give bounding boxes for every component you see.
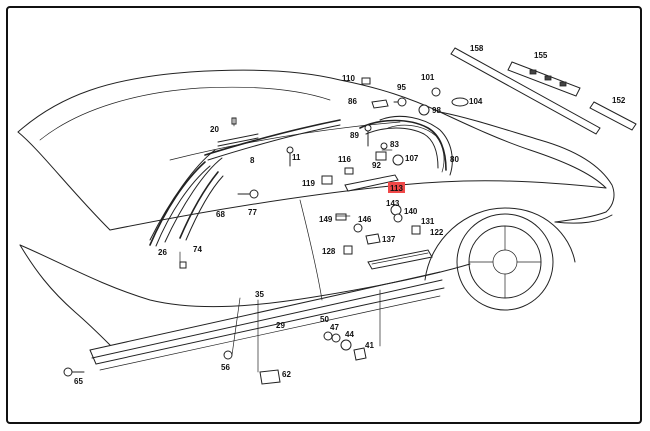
callout-116[interactable]: 116 (338, 155, 351, 164)
callout-110[interactable]: 110 (342, 74, 355, 83)
callout-104[interactable]: 104 (469, 97, 483, 106)
car-body-outline (17, 69, 615, 346)
callout-86[interactable]: 86 (348, 97, 357, 106)
side-moulding-122 (367, 249, 433, 270)
highlight-marker (388, 182, 405, 193)
callout-77[interactable]: 77 (248, 208, 257, 217)
callout-107[interactable]: 107 (405, 154, 419, 163)
callout-62[interactable]: 62 (282, 370, 291, 379)
callout-80[interactable]: 80 (450, 155, 459, 164)
leader-lines (179, 117, 399, 373)
roof-rail-trim (204, 119, 341, 161)
trunk-strips (450, 47, 637, 135)
callout-47[interactable]: 47 (330, 323, 339, 332)
door-trim-113 (344, 174, 399, 192)
callout-65[interactable]: 65 (74, 377, 83, 386)
callout-101[interactable]: 101 (421, 73, 435, 82)
callout-89[interactable]: 89 (350, 131, 359, 140)
callout-146[interactable]: 146 (358, 215, 372, 224)
callout-131[interactable]: 131 (421, 217, 435, 226)
callout-56[interactable]: 56 (221, 363, 230, 372)
callout-152[interactable]: 152 (612, 96, 626, 105)
callout-20[interactable]: 20 (210, 125, 219, 134)
rear-window-trim (359, 119, 447, 171)
callout-119[interactable]: 119 (302, 179, 315, 188)
callout-95[interactable]: 95 (397, 83, 406, 92)
callout-11[interactable]: 11 (292, 153, 301, 162)
callout-128[interactable]: 128 (322, 247, 336, 256)
callout-41[interactable]: 41 (365, 341, 374, 350)
rocker-trim (89, 271, 445, 371)
callout-83[interactable]: 83 (390, 140, 399, 149)
callout-92[interactable]: 92 (372, 161, 381, 170)
callout-113-highlighted[interactable]: 113 (390, 184, 403, 193)
callout-149[interactable]: 149 (319, 215, 333, 224)
callout-98[interactable]: 98 (432, 106, 441, 115)
callout-29[interactable]: 29 (276, 321, 285, 330)
callout-140[interactable]: 140 (404, 207, 418, 216)
callout-8[interactable]: 8 (250, 156, 255, 165)
callout-50[interactable]: 50 (320, 315, 329, 324)
callout-143[interactable]: 143 (386, 199, 400, 208)
callout-68[interactable]: 68 (216, 210, 225, 219)
callout-44[interactable]: 44 (345, 330, 354, 339)
callout-137[interactable]: 137 (382, 235, 396, 244)
callout-158[interactable]: 158 (470, 44, 484, 53)
callout-122[interactable]: 122 (430, 228, 444, 237)
callout-35[interactable]: 35 (255, 290, 264, 299)
callout-155[interactable]: 155 (534, 51, 548, 60)
callout-26[interactable]: 26 (158, 248, 167, 257)
pillar-trims (149, 161, 224, 247)
hardware (63, 77, 469, 385)
rear-wheel (456, 213, 554, 311)
callout-74[interactable]: 74 (193, 245, 202, 254)
callout-labels: 158 155 152 110 95 101 86 98 104 20 89 8… (74, 44, 626, 386)
